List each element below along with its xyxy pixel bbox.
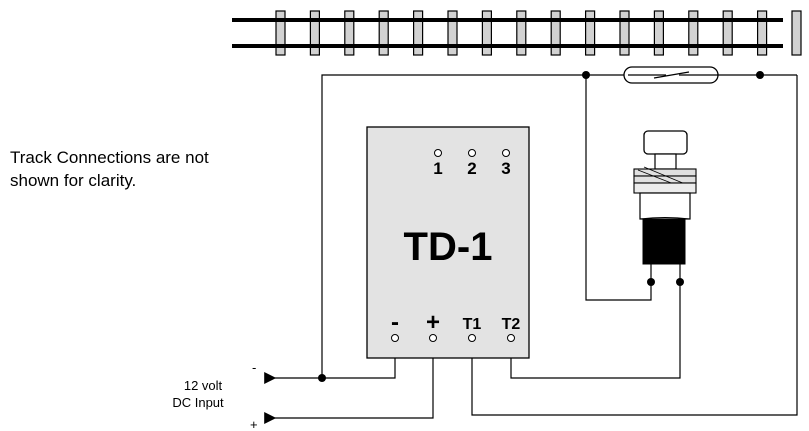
track-tie: [756, 10, 768, 56]
wire-positive-supply: [264, 338, 434, 424]
power-label-line-1: 12 volt: [184, 378, 223, 393]
td1-module-box: [366, 126, 530, 359]
junction-reed-right: [756, 71, 764, 79]
terminal-t1-label: T1: [463, 316, 482, 333]
track-tie: [447, 10, 458, 56]
wire-t2-to-button: [510, 282, 681, 379]
terminal-positive-pin: [429, 334, 437, 342]
terminal-t2-label: T2: [502, 316, 521, 333]
track-tie: [653, 10, 665, 56]
track-tie: [309, 10, 320, 56]
pushbutton: [633, 130, 697, 282]
terminal-3-label: 3: [501, 159, 510, 178]
reed-switch: [623, 66, 760, 84]
clarity-note-line-2: shown for clarity.: [10, 171, 137, 190]
track-tie: [516, 10, 527, 56]
power-label-line-2: DC Input: [172, 395, 224, 410]
wiring: [264, 74, 798, 424]
terminal-1-label: 1: [433, 159, 442, 178]
terminal-2-pin: [468, 149, 476, 157]
railroad-track: [232, 10, 802, 56]
terminal-t2-pin: [507, 334, 515, 342]
track-tie: [791, 10, 802, 56]
track-tie: [550, 10, 561, 56]
power-input: - 12 volt DC Input +: [172, 360, 257, 431]
td1-title: TD-1: [404, 225, 493, 269]
terminal-1-pin: [434, 149, 442, 157]
terminal-t1-pin: [468, 334, 476, 342]
td1-module: TD-1 1 2 3 - + T1 T2: [366, 126, 530, 359]
track-tie: [413, 10, 424, 56]
terminal-3-pin: [502, 149, 510, 157]
terminal-positive-label: +: [426, 309, 440, 336]
wire-t1-return: [471, 75, 798, 416]
power-negative-sign: -: [252, 360, 256, 375]
terminal-2-label: 2: [467, 159, 476, 178]
wire-negative-loop: [321, 74, 586, 378]
track-tie: [722, 10, 733, 56]
clarity-note: Track Connections are not shown for clar…: [10, 146, 209, 192]
track-tie: [275, 10, 286, 56]
terminal-negative-pin: [391, 334, 399, 342]
wire-reed-to-button: [585, 75, 652, 301]
track-tie: [378, 10, 389, 56]
track-ties: [275, 10, 802, 56]
terminal-negative-label: -: [391, 309, 399, 336]
track-tie: [481, 10, 492, 56]
clarity-note-line-1: Track Connections are not: [10, 148, 209, 167]
track-tie: [344, 10, 355, 56]
junction-reed-left: [582, 71, 590, 79]
power-positive-sign: +: [250, 417, 258, 431]
junction-negative: [318, 374, 326, 382]
track-tie: [688, 10, 699, 56]
track-tie: [584, 10, 596, 56]
track-tie: [619, 10, 630, 56]
